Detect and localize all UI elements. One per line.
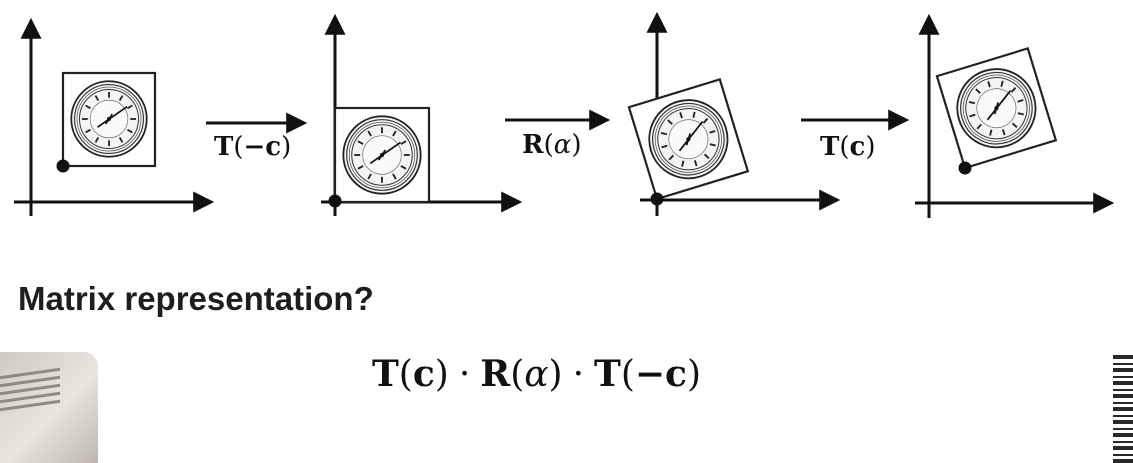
op-symbol: T xyxy=(214,132,234,162)
panel-translated xyxy=(321,13,523,216)
clock-icon xyxy=(342,115,422,195)
corner-point xyxy=(958,161,972,175)
speaker-video-thumbnail xyxy=(0,352,98,463)
corner-point xyxy=(650,192,664,206)
step-label-translate-neg-c: T(−c) xyxy=(214,132,292,162)
qr-code-icon xyxy=(1113,352,1133,463)
formula-t2: T xyxy=(594,353,621,395)
corner-point xyxy=(56,159,70,173)
clock-icon xyxy=(70,80,148,158)
corner-point xyxy=(328,194,342,208)
formula-c2: −c xyxy=(634,353,687,395)
panel-rotated xyxy=(627,11,841,216)
op-arg: c xyxy=(849,132,866,162)
matrix-formula: T(c)·R(α)·T(−c) xyxy=(372,353,702,395)
step-label-rotate-alpha: R(α) xyxy=(522,130,582,160)
formula-r: R xyxy=(480,353,511,395)
formula-alpha: α xyxy=(524,354,549,395)
panel-translated-back xyxy=(915,13,1115,218)
formula-c1: c xyxy=(412,353,435,395)
op-symbol: R xyxy=(522,130,544,160)
op-arg: α xyxy=(553,130,572,160)
panel-original xyxy=(14,17,215,216)
op-symbol: T xyxy=(820,132,840,162)
step-label-translate-c: T(c) xyxy=(820,132,876,162)
op-arg: −c xyxy=(243,132,282,162)
formula-t1: T xyxy=(372,353,399,395)
section-heading: Matrix representation? xyxy=(18,280,374,317)
